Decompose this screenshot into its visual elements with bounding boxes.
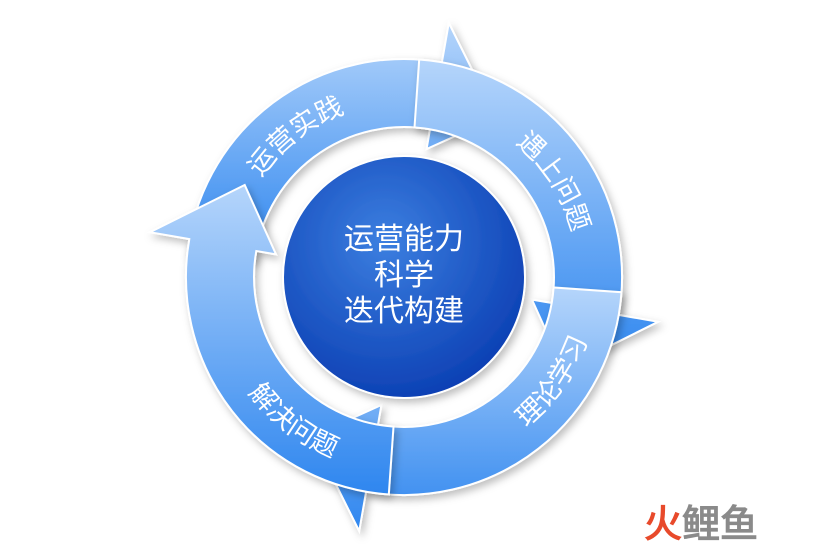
center-hub: [282, 155, 526, 399]
arrow-solve: [146, 183, 395, 496]
center-line-2: 科学: [374, 258, 434, 293]
watermark-char-3: 鱼: [720, 502, 758, 545]
center-line-1: 运营能力: [344, 222, 464, 257]
watermark-logo: 火鲤鱼: [644, 502, 758, 545]
watermark-text: 火鲤鱼: [644, 502, 758, 545]
watermark-char-2: 鲤: [682, 502, 720, 545]
watermark-char-1: 火: [644, 502, 682, 545]
center-line-3: 迭代构建: [344, 294, 464, 329]
